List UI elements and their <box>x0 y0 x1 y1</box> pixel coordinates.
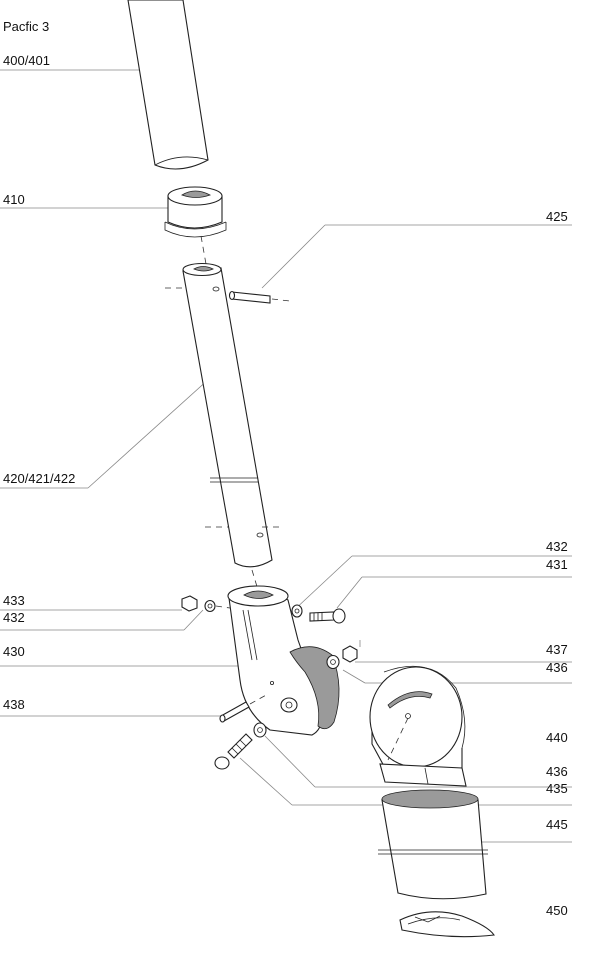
foot-part <box>399 911 495 938</box>
bushing-part <box>164 186 227 238</box>
label-431: 431 <box>546 557 568 572</box>
label-436-lower: 436 <box>546 764 568 779</box>
label-437: 437 <box>546 642 568 657</box>
label-420-421-422: 420/421/422 <box>3 471 75 486</box>
bolt-washer-lower-part <box>214 722 267 770</box>
label-410: 410 <box>3 192 25 207</box>
diagram-title: Pacfic 3 <box>3 19 49 34</box>
label-436-upper: 436 <box>546 660 568 675</box>
elbow-bracket-part <box>227 585 340 736</box>
leader-lines <box>0 69 572 843</box>
nut-washer-part <box>326 645 358 670</box>
label-450: 450 <box>546 903 568 918</box>
nut-washer-left-part <box>181 595 231 613</box>
lower-sleeve-part <box>378 789 488 900</box>
wheel-cover-part <box>369 665 467 787</box>
label-400-401: 400/401 <box>3 53 50 68</box>
label-433: 433 <box>3 593 25 608</box>
bolt-washer-right-part <box>291 604 346 624</box>
middle-tube-part <box>165 235 282 591</box>
label-445: 445 <box>546 817 568 832</box>
label-438: 438 <box>3 697 25 712</box>
label-430: 430 <box>3 644 25 659</box>
label-432-left: 432 <box>3 610 25 625</box>
pin-438-part <box>219 693 269 723</box>
label-440: 440 <box>546 730 568 745</box>
label-432-right: 432 <box>546 539 568 554</box>
upper-tube-part <box>127 0 209 170</box>
label-435: 435 <box>546 781 568 796</box>
label-425: 425 <box>546 209 568 224</box>
pin-part <box>228 290 291 304</box>
part-labels: 400/401 410 425 420/421/422 432 431 433 … <box>3 53 568 918</box>
